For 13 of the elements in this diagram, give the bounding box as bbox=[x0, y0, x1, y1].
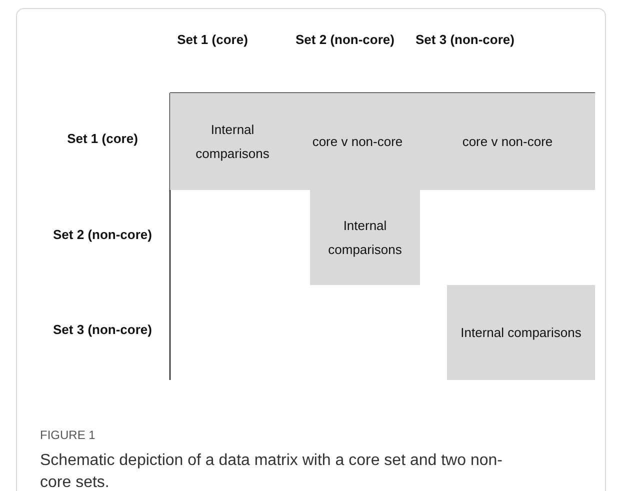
row-header: Set 3 (non-core) bbox=[52, 322, 153, 337]
column-header: Set 3 (non-core) bbox=[414, 32, 516, 47]
matrix-cell: Internal comparisons bbox=[310, 190, 420, 285]
matrix-cell: Internal comparisons bbox=[170, 93, 295, 190]
column-header: Set 2 (non-core) bbox=[294, 32, 396, 47]
matrix-cell: core v non-core bbox=[295, 93, 420, 190]
figure-caption: Schematic depiction of a data matrix with a core set and two non-core sets. bbox=[40, 451, 504, 491]
figure-number: FIGURE 1 bbox=[40, 428, 96, 442]
row-header: Set 1 (core) bbox=[66, 131, 139, 146]
column-header: Set 1 (core) bbox=[176, 32, 249, 47]
matrix-cell: Internal comparisons bbox=[447, 285, 595, 380]
matrix-cell: core v non-core bbox=[420, 93, 595, 190]
row-header: Set 2 (non-core) bbox=[52, 227, 153, 242]
